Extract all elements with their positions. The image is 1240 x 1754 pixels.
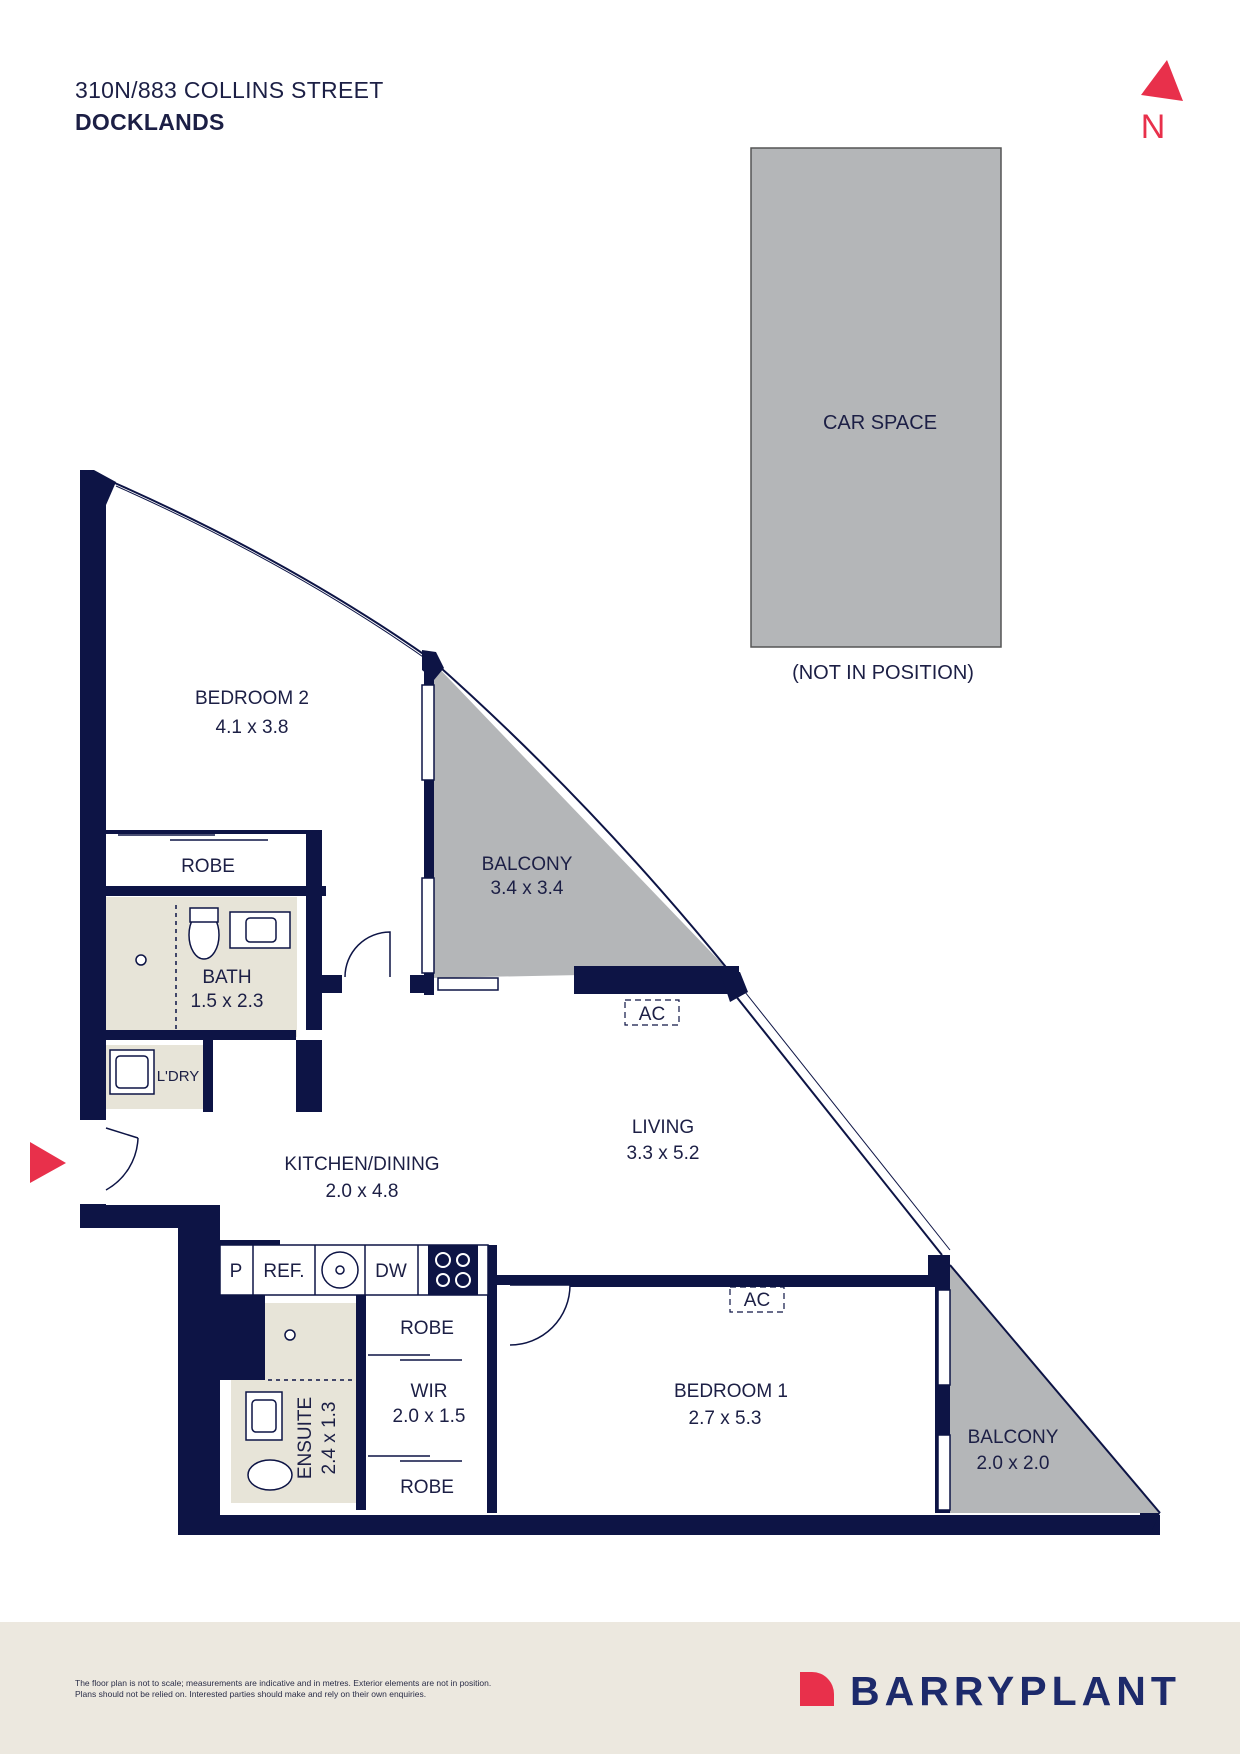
- living-name: LIVING: [632, 1117, 694, 1138]
- ac-1-label: AC: [639, 1004, 665, 1025]
- car-space-note: (NOT IN POSITION): [792, 662, 974, 684]
- bath-size: 1.5 x 2.3: [191, 991, 264, 1012]
- walls: [80, 470, 1160, 1535]
- diagonal-window-inner: [744, 991, 951, 1251]
- north-arrow-icon: N: [1141, 60, 1183, 146]
- bedroom2-door: [344, 931, 391, 978]
- robe-wir-bottom-label: ROBE: [400, 1477, 454, 1498]
- property-suburb: DOCKLANDS: [75, 109, 225, 135]
- balcony-1-area: [431, 660, 730, 978]
- ensuite-fixtures: [245, 1329, 356, 1491]
- balcony2-size: 2.0 x 2.0: [977, 1453, 1050, 1474]
- bedroom1-name: BEDROOM 1: [674, 1381, 788, 1402]
- bath-name: BATH: [202, 967, 251, 988]
- bedroom2-size: 4.1 x 3.8: [216, 717, 289, 738]
- living-size: 3.3 x 5.2: [627, 1143, 700, 1164]
- kitchen-name: KITCHEN/DINING: [284, 1154, 439, 1175]
- disclaimer-line-2: Plans should not be relied on. Intereste…: [75, 1689, 427, 1699]
- brand-mark-icon: [800, 1672, 834, 1706]
- entrance-door: [105, 1127, 139, 1191]
- wir-size: 2.0 x 1.5: [393, 1406, 466, 1427]
- ensuite-size: 2.4 x 1.3: [319, 1402, 340, 1475]
- cooktop-icon: [428, 1245, 478, 1295]
- north-label: N: [1141, 108, 1166, 146]
- property-address: 310N/883 COLLINS STREET: [75, 77, 384, 103]
- robe-wir-top-label: ROBE: [400, 1318, 454, 1339]
- dishwasher-label: DW: [375, 1261, 407, 1282]
- balcony2-name: BALCONY: [968, 1427, 1059, 1448]
- bath-fixtures: [109, 905, 291, 1095]
- curved-window-inner: [115, 485, 437, 667]
- pantry-label: P: [230, 1261, 243, 1282]
- kitchen-size: 2.0 x 4.8: [326, 1181, 399, 1202]
- car-space-area: [750, 147, 1002, 648]
- disclaimer: The floor plan is not to scale; measurem…: [75, 1678, 595, 1700]
- balcony-2-edge: [949, 1264, 1161, 1514]
- robe-top-label: ROBE: [181, 856, 235, 877]
- bedroom1-door: [509, 1284, 571, 1346]
- ac-unit-2: [729, 1286, 785, 1313]
- bedroom2-name: BEDROOM 2: [195, 688, 309, 709]
- entry-arrow-icon: [30, 1142, 66, 1183]
- diagonal-window: [734, 994, 943, 1256]
- balcony1-size: 3.4 x 3.4: [491, 878, 564, 899]
- brand-logo: BARRYPLANT: [850, 1668, 1181, 1714]
- robe-sliders: [118, 834, 462, 1462]
- wir-name: WIR: [411, 1381, 448, 1402]
- ac-2-label: AC: [744, 1290, 770, 1311]
- floor-plan: N CAR SPACE (NOT IN POSITION): [30, 60, 1183, 1535]
- fridge-label: REF.: [263, 1261, 304, 1282]
- ac-unit-1: [624, 999, 680, 1026]
- footer-bar: The floor plan is not to scale; measurem…: [0, 1622, 1240, 1754]
- laundry-label: L'DRY: [157, 1068, 200, 1085]
- balcony1-name: BALCONY: [482, 854, 573, 875]
- ensuite-name: ENSUITE: [295, 1397, 316, 1479]
- car-space-label: CAR SPACE: [823, 412, 937, 434]
- bedroom1-size: 2.7 x 5.3: [689, 1408, 762, 1429]
- disclaimer-line-1: The floor plan is not to scale; measurem…: [75, 1678, 492, 1688]
- entrance-gap: [80, 1128, 106, 1204]
- windows: [421, 684, 951, 1511]
